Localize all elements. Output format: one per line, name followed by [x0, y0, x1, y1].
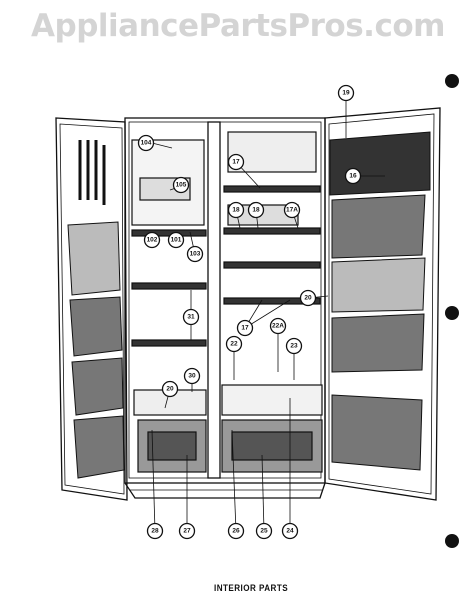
callout-17: 17: [227, 153, 245, 171]
callout-105: 105: [172, 176, 190, 194]
callout-104: 104: [137, 134, 155, 152]
callout-22a: 22A: [269, 317, 287, 335]
callouts: 19 16 104 105 17 18 18 17A 102 101 103 2…: [137, 84, 362, 540]
freezer-shelf: [131, 339, 207, 347]
callout-25: 25: [255, 522, 273, 540]
callout-101: 101: [167, 231, 185, 249]
left-door-bin: [71, 357, 124, 416]
svg-text:22A: 22A: [272, 323, 284, 330]
callout-28: 28: [146, 522, 164, 540]
svg-text:101: 101: [171, 237, 182, 244]
diagram-caption: INTERIOR PARTS: [214, 583, 289, 593]
fresh-shelf: [223, 261, 321, 269]
callout-24: 24: [281, 522, 299, 540]
right-door-bin: [331, 313, 425, 373]
svg-text:22: 22: [230, 341, 238, 348]
svg-text:102: 102: [147, 237, 158, 244]
svg-text:20: 20: [304, 295, 312, 302]
watermark: AppliancePartsPros.com: [31, 8, 445, 44]
callout-19: 19: [337, 84, 355, 102]
callout-26: 26: [227, 522, 245, 540]
fresh-shelf: [223, 227, 321, 235]
right-door-shelf: [329, 131, 431, 196]
callout-22: 22: [225, 335, 243, 353]
callout-31: 31: [182, 308, 200, 326]
svg-text:104: 104: [141, 140, 152, 147]
callout-17: 17: [236, 319, 254, 337]
svg-text:28: 28: [151, 528, 159, 535]
svg-text:20: 20: [166, 386, 174, 393]
left-door: [55, 117, 128, 501]
svg-text:17A: 17A: [286, 207, 298, 214]
callout-30: 30: [183, 367, 201, 385]
callout-18: 18: [247, 201, 265, 219]
fresh-shelf: [223, 297, 321, 305]
right-door-bin: [331, 194, 426, 259]
callout-103: 103: [186, 245, 204, 263]
left-door-bin: [67, 221, 121, 296]
left-door-bin: [69, 296, 123, 357]
svg-text:19: 19: [342, 90, 350, 97]
svg-text:31: 31: [187, 314, 195, 321]
svg-text:18: 18: [252, 207, 260, 214]
callout-23: 23: [285, 337, 303, 355]
svg-text:26: 26: [232, 528, 240, 535]
svg-text:25: 25: [260, 528, 268, 535]
svg-text:17: 17: [241, 325, 249, 332]
svg-text:18: 18: [232, 207, 240, 214]
svg-text:23: 23: [290, 343, 298, 350]
center-mullion: [207, 121, 221, 479]
callout-16: 16: [344, 167, 362, 185]
fresh-shelf: [223, 185, 321, 193]
callout-17a: 17A: [283, 201, 301, 219]
right-door-bin: [331, 394, 423, 471]
svg-text:30: 30: [188, 373, 196, 380]
svg-text:16: 16: [349, 173, 357, 180]
left-door-bin: [73, 415, 125, 479]
svg-text:24: 24: [286, 528, 294, 535]
binder-hole-top: [445, 74, 459, 88]
right-door: [324, 107, 441, 501]
binder-hole-middle: [445, 306, 459, 320]
binder-hole-bottom: [445, 534, 459, 548]
crisper-cover: [221, 384, 323, 416]
svg-text:103: 103: [190, 251, 201, 258]
right-door-bin: [331, 257, 426, 313]
svg-text:17: 17: [232, 159, 240, 166]
callout-20: 20: [161, 380, 179, 398]
callout-20: 20: [299, 289, 317, 307]
svg-text:105: 105: [176, 182, 187, 189]
callout-18: 18: [227, 201, 245, 219]
svg-text:27: 27: [183, 528, 191, 535]
callout-27: 27: [178, 522, 196, 540]
freezer-shelf: [131, 229, 207, 237]
freezer-shelf: [131, 282, 207, 290]
callout-102: 102: [143, 231, 161, 249]
